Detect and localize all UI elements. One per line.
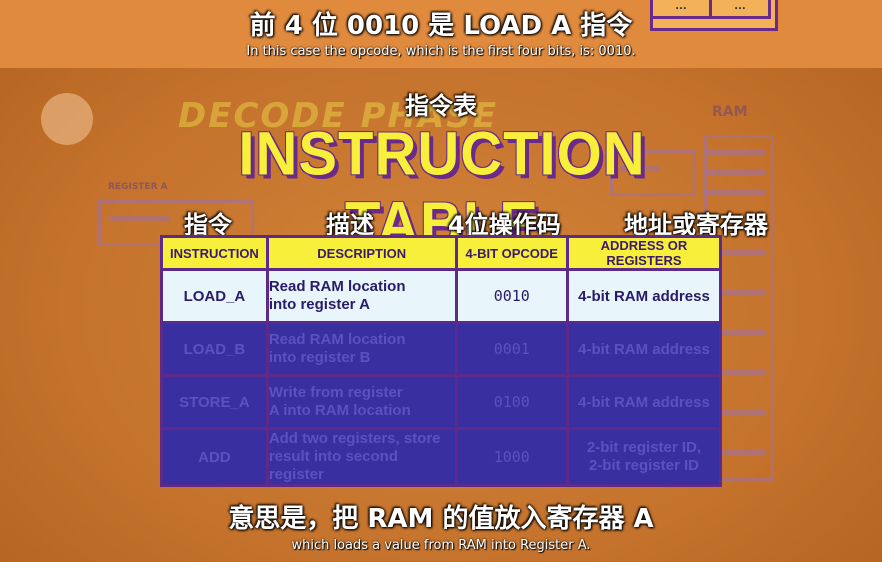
address-line: 2-bit register ID (588, 457, 699, 474)
cell-instruction: LOAD_A (160, 268, 269, 324)
cell-opcode: 0010 (454, 268, 569, 324)
background-ram-row (706, 150, 766, 156)
pbs-logo-icon (41, 93, 93, 145)
address-line: 4-bit RAM address (578, 393, 710, 411)
cell-address: 4-bit RAM address (565, 374, 723, 430)
instruction-table: INSTRUCTION DESCRIPTION 4-BIT OPCODE ADD… (160, 235, 723, 487)
description-line: Read RAM location (268, 331, 406, 348)
column-label-cn-address: 地址或寄存器 (624, 211, 768, 239)
background-ram-row (706, 170, 766, 176)
top-memory-cell: ... (653, 0, 712, 19)
subtitle-top-cn: 前 4 位 0010 是 LOAD A 指令 (249, 11, 633, 41)
cell-opcode: 1000 (454, 427, 569, 487)
address-line: 2-bit register ID, (586, 439, 702, 456)
background-ram-row (706, 250, 766, 256)
background-ram-row (706, 410, 766, 416)
description-line: into register B (268, 349, 371, 366)
header-instruction: INSTRUCTION (160, 235, 269, 271)
subtitle-bottom-en: which loads a value from RAM into Regist… (291, 538, 591, 553)
background-ram-row (706, 190, 766, 196)
cell-instruction: ADD (160, 427, 269, 487)
top-memory-cell: ... (712, 0, 771, 19)
background-ram-row (706, 290, 766, 296)
background-register-label: REGISTER A (108, 182, 168, 192)
cell-instruction: LOAD_B (160, 321, 269, 377)
table-header-row: INSTRUCTION DESCRIPTION 4-BIT OPCODE ADD… (160, 235, 723, 271)
table-title-cn: 指令表 (405, 92, 477, 120)
header-address: ADDRESS OR REGISTERS (565, 235, 723, 271)
column-label-cn-opcode: 4位操作码 (448, 211, 561, 239)
header-opcode: 4-BIT OPCODE (454, 235, 569, 271)
description-line: Read RAM location (268, 278, 406, 295)
top-memory-box: ... ... (650, 0, 778, 31)
column-label-cn-instruction: 指令 (184, 211, 232, 239)
description-line: Write from register (268, 384, 403, 401)
cell-opcode: 0001 (454, 321, 569, 377)
description-line: A into RAM location (268, 402, 411, 419)
description-line: into register A (268, 296, 370, 313)
cell-address: 4-bit RAM address (565, 268, 723, 324)
background-ram-row (706, 330, 766, 336)
column-label-cn-description: 描述 (326, 211, 374, 239)
header-description: DESCRIPTION (265, 235, 458, 271)
table-title: INSTRUCTION TABLE (238, 119, 646, 259)
description-line: result into second register (268, 448, 398, 483)
background-bar (620, 166, 660, 172)
background-bar (110, 216, 170, 222)
description-line: Add two registers, store (268, 430, 441, 447)
cell-address: 4-bit RAM address (565, 321, 723, 377)
subtitle-bottom-cn: 意思是，把 RAM 的值放入寄存器 A (228, 504, 654, 534)
background-ram-row (706, 450, 766, 456)
cell-instruction: STORE_A (160, 374, 269, 430)
subtitle-top-en: In this case the opcode, which is the fi… (246, 44, 636, 59)
background-ram-row (706, 370, 766, 376)
cell-address: 2-bit register ID,2-bit register ID (565, 427, 723, 487)
background-box (610, 150, 696, 196)
address-line: 4-bit RAM address (578, 340, 710, 358)
cell-opcode: 0100 (454, 374, 569, 430)
background-ghost-title: DECODE PHASE (178, 96, 498, 136)
background-ram-label: RAM (712, 104, 748, 120)
address-line: 4-bit RAM address (578, 287, 710, 305)
